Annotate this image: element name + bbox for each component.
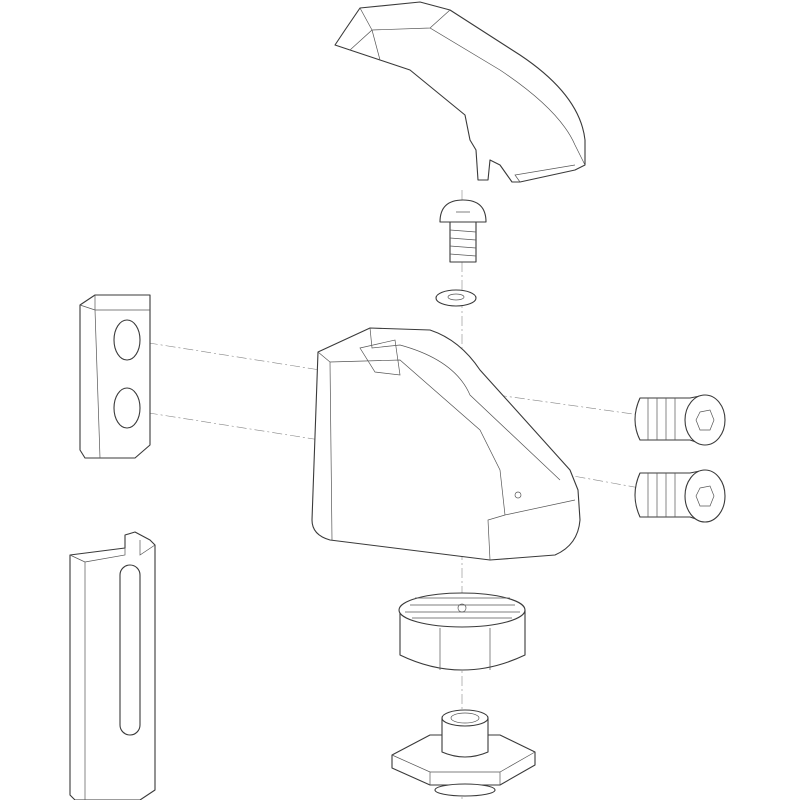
main-body bbox=[311, 327, 581, 561]
clamp-plate bbox=[79, 294, 151, 459]
lever-handle bbox=[334, 1, 586, 183]
button-head-screw bbox=[439, 199, 487, 263]
channel-bracket bbox=[69, 531, 156, 800]
countersunk-screw-lower bbox=[634, 469, 726, 523]
countersunk-screw-upper bbox=[634, 394, 726, 446]
knurled-wheel bbox=[398, 592, 526, 671]
washer bbox=[435, 289, 477, 307]
flanged-nut bbox=[391, 709, 536, 797]
